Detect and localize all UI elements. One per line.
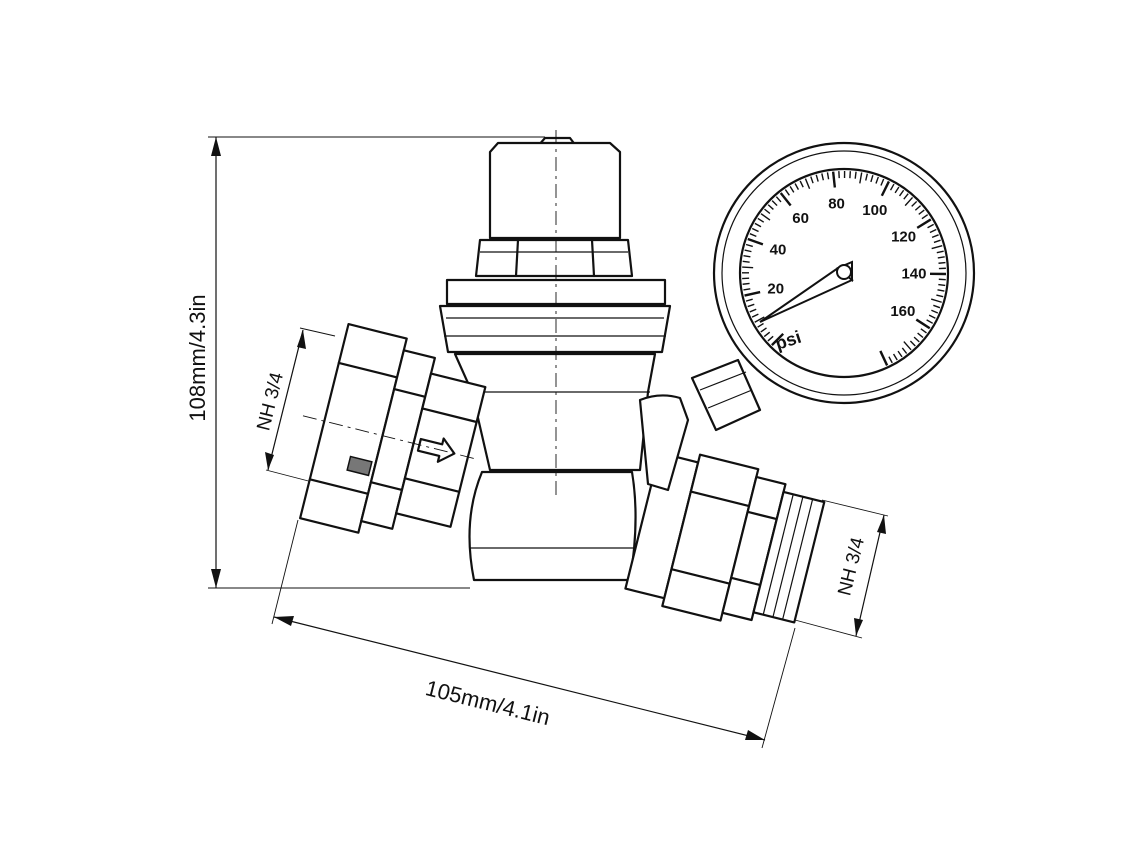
gauge-scale-label: 100 bbox=[862, 202, 887, 219]
gauge-tick bbox=[938, 263, 945, 264]
inlet-thread-label: NH 3/4 bbox=[253, 370, 288, 433]
bonnet bbox=[440, 306, 670, 352]
inlet-arrow-top bbox=[297, 330, 306, 349]
outlet-thread-label: NH 3/4 bbox=[834, 535, 869, 598]
outlet-arrow-top bbox=[877, 515, 886, 534]
gauge-scale-label: 80 bbox=[828, 195, 845, 212]
inlet-ext-top bbox=[300, 328, 335, 336]
adjust-cap bbox=[490, 143, 620, 238]
height-arrow-top bbox=[211, 137, 221, 156]
outlet-arrow-bottom bbox=[854, 618, 863, 636]
gauge-tick bbox=[938, 285, 945, 286]
gauge-scale-label: 140 bbox=[901, 266, 926, 283]
gauge-tick bbox=[743, 261, 750, 262]
gauge-scale-label: 20 bbox=[767, 280, 784, 297]
gauge-scale-label: 160 bbox=[890, 303, 915, 320]
width-extension-right bbox=[762, 628, 795, 748]
hex-nut bbox=[476, 240, 632, 276]
gauge-tick bbox=[743, 283, 750, 284]
gauge-scale-label: 120 bbox=[891, 228, 916, 245]
width-arrow-left bbox=[274, 616, 294, 626]
width-label: 105mm/4.1in bbox=[423, 675, 552, 730]
outlet-ext-bottom bbox=[795, 620, 862, 638]
gauge-tick bbox=[833, 172, 835, 188]
inlet-arrow-bottom bbox=[265, 452, 274, 470]
regulator-body bbox=[440, 130, 670, 580]
gauge-tick bbox=[742, 267, 753, 268]
gauge-connector bbox=[692, 360, 760, 430]
gauge-scale-label: 40 bbox=[770, 242, 787, 259]
lower-bowl bbox=[470, 472, 636, 580]
valve-body bbox=[455, 354, 655, 470]
gauge-tick bbox=[855, 172, 856, 179]
width-extension-left bbox=[272, 520, 298, 624]
width-arrow-right bbox=[745, 730, 765, 740]
gauge-scale-label: 60 bbox=[792, 210, 809, 227]
outlet-ext-top bbox=[822, 500, 888, 516]
gauge-needle-hub bbox=[837, 265, 851, 279]
height-label: 108mm/4.3in bbox=[185, 294, 210, 421]
height-arrow-bottom bbox=[211, 569, 221, 588]
